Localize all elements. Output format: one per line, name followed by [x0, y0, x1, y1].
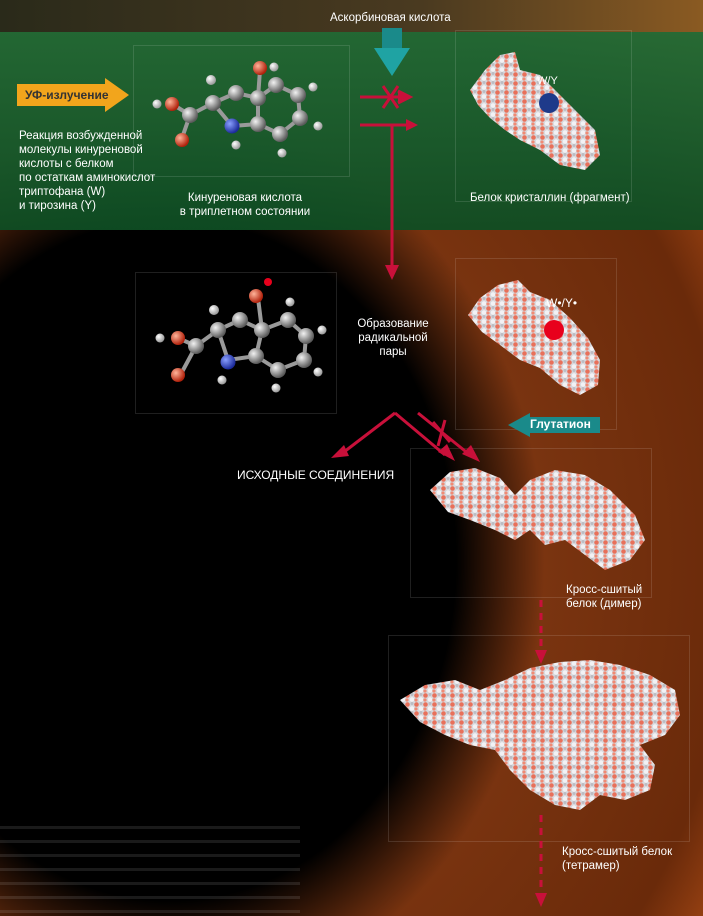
radical-pair-caption: Образование радикальной пары — [348, 317, 438, 359]
tetramer-panel — [388, 635, 690, 842]
arrow-head-mid — [438, 444, 455, 461]
crystallin-protein — [470, 52, 600, 170]
blocked-arrow — [360, 85, 414, 109]
background-stripes — [0, 826, 300, 916]
crystallin-caption: Белок кристаллин (фрагмент) — [470, 192, 630, 204]
glutathione-arrow — [508, 413, 600, 437]
wy-site-dot — [539, 93, 559, 113]
radical-pair-line: пары — [379, 346, 407, 358]
kynurenic-acid-molecule — [152, 61, 323, 158]
kynurenic-radical-molecule — [155, 278, 327, 393]
tetramer-caption-line: (тетрамер) — [562, 860, 620, 872]
wy-label: W/Y — [537, 75, 558, 87]
dashed-arrow-1 — [535, 600, 547, 664]
radical-site-dot — [544, 320, 564, 340]
radical-pair-line: Образование — [357, 318, 429, 330]
dimer-protein — [430, 468, 645, 570]
dashed-arrow-2 — [535, 815, 547, 907]
arrow-head-right — [462, 445, 480, 462]
tetramer-caption-line: Кросс-сшитый белок — [562, 846, 673, 858]
kynurenic-caption-line: в триплетном состоянии — [179, 206, 311, 218]
tetramer-caption: Кросс-сшитый белок (тетрамер) — [562, 845, 672, 873]
wy-radical-label: W•/Y• — [546, 296, 578, 310]
crystallin-panel — [455, 30, 632, 202]
glutathione-label: Глутатион — [530, 417, 591, 431]
kynurenic-caption: Кинуреновая кислота в триплетном состоян… — [150, 191, 340, 219]
kynurenic-panel — [133, 45, 350, 177]
reaction-line: кислоты с белком — [19, 158, 114, 170]
reaction-arrow — [360, 119, 418, 131]
dimer-caption: Кросс-сшитый белок (димер) — [566, 583, 642, 611]
reaction-line: по остаткам аминокислот — [19, 172, 156, 184]
tetramer-protein — [400, 660, 680, 810]
initial-compounds-label: ИСХОДНЫЕ СОЕДИНЕНИЯ — [237, 468, 395, 482]
radical-protein — [468, 280, 600, 395]
reaction-line: молекулы кинуреновой — [19, 144, 143, 156]
branch-arrows — [339, 411, 471, 457]
uv-arrow — [17, 78, 129, 112]
top-strip — [0, 0, 703, 32]
reaction-description: Реакция возбужденной молекулы кинуреново… — [19, 129, 179, 213]
dimer-panel — [410, 448, 652, 598]
reaction-line: и тирозина (Y) — [19, 200, 96, 212]
uv-label: УФ-излучение — [25, 88, 109, 102]
reaction-line: триптофана (W) — [19, 186, 106, 198]
kynurenic-caption-line: Кинуреновая кислота — [187, 192, 303, 204]
dimer-caption-line: Кросс-сшитый — [566, 584, 643, 596]
ascorbic-arrow — [374, 28, 410, 76]
arrow-head-left — [331, 445, 349, 458]
reaction-line: Реакция возбужденной — [19, 130, 143, 142]
radical-kynurenic-panel — [135, 272, 337, 414]
ascorbic-acid-label: Аскорбиновая кислота — [330, 12, 451, 24]
radical-pair-line: радикальной — [358, 332, 428, 344]
dimer-caption-line: белок (димер) — [566, 598, 642, 610]
radical-electron-dot — [264, 278, 272, 286]
down-arrow — [385, 125, 399, 280]
